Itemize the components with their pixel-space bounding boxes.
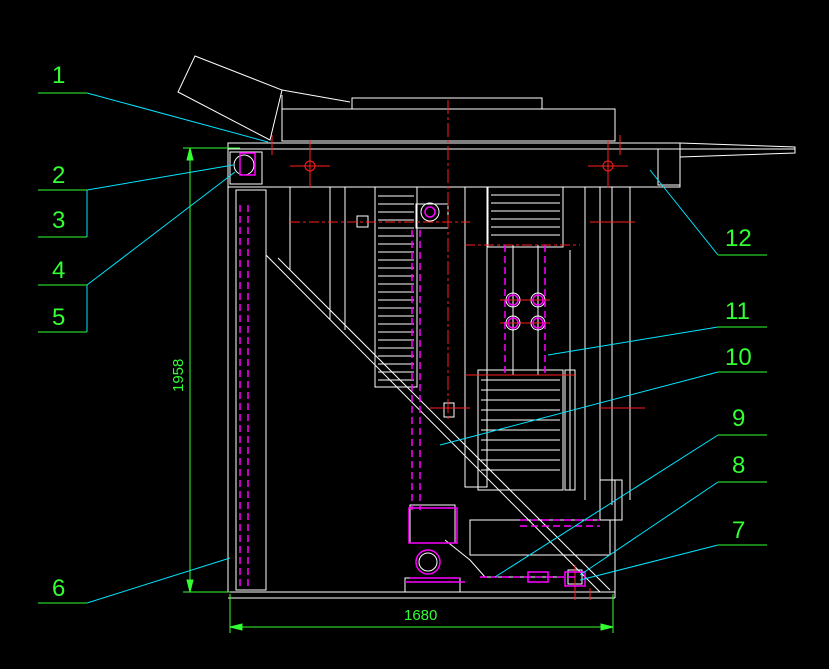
leader-10 xyxy=(439,371,719,446)
leader-lines xyxy=(86,92,719,604)
leader-1 xyxy=(86,92,269,143)
callout-1: 1 xyxy=(52,62,65,89)
diagonal-brace xyxy=(265,254,601,593)
furnace-outline xyxy=(177,55,796,599)
callout-7: 7 xyxy=(732,517,745,544)
leader-6 xyxy=(86,557,231,604)
coil-stack-left xyxy=(374,186,418,388)
callout-6: 6 xyxy=(52,575,65,602)
width-dimension-value: 1680 xyxy=(404,607,437,624)
callout-3: 3 xyxy=(52,207,65,234)
top-plate xyxy=(351,97,543,110)
height-dimension xyxy=(183,147,240,593)
furnace-lid xyxy=(177,55,283,141)
centerlines xyxy=(271,100,645,600)
callout-9: 9 xyxy=(732,405,745,432)
leader-8 xyxy=(579,481,719,576)
leader-7 xyxy=(579,544,719,581)
pivot-housing xyxy=(229,151,263,185)
height-dimension-value: 1958 xyxy=(170,359,187,392)
callout-2: 2 xyxy=(52,162,65,189)
callout-labels: 1 2 3 4 5 6 7 8 9 10 11 12 xyxy=(52,62,752,602)
hidden-lines xyxy=(239,205,600,590)
callout-4: 4 xyxy=(52,257,65,284)
callout-5: 5 xyxy=(52,304,65,331)
coil-stack-right xyxy=(464,186,576,491)
leader-12 xyxy=(649,169,719,256)
leader-4 xyxy=(86,171,236,286)
width-dimension xyxy=(229,594,614,633)
hidden-components xyxy=(239,152,586,587)
leader-11 xyxy=(547,326,719,356)
callout-8: 8 xyxy=(732,452,745,479)
leader-2 xyxy=(86,164,234,191)
leader-9 xyxy=(494,434,719,578)
callout-12: 12 xyxy=(725,225,752,252)
left-column xyxy=(235,189,267,591)
tilt-cylinder xyxy=(404,504,583,593)
callout-11: 11 xyxy=(725,298,750,325)
callout-underlines xyxy=(38,92,767,604)
callout-10: 10 xyxy=(725,344,752,371)
top-beam xyxy=(227,142,681,188)
pour-spout xyxy=(679,142,796,158)
